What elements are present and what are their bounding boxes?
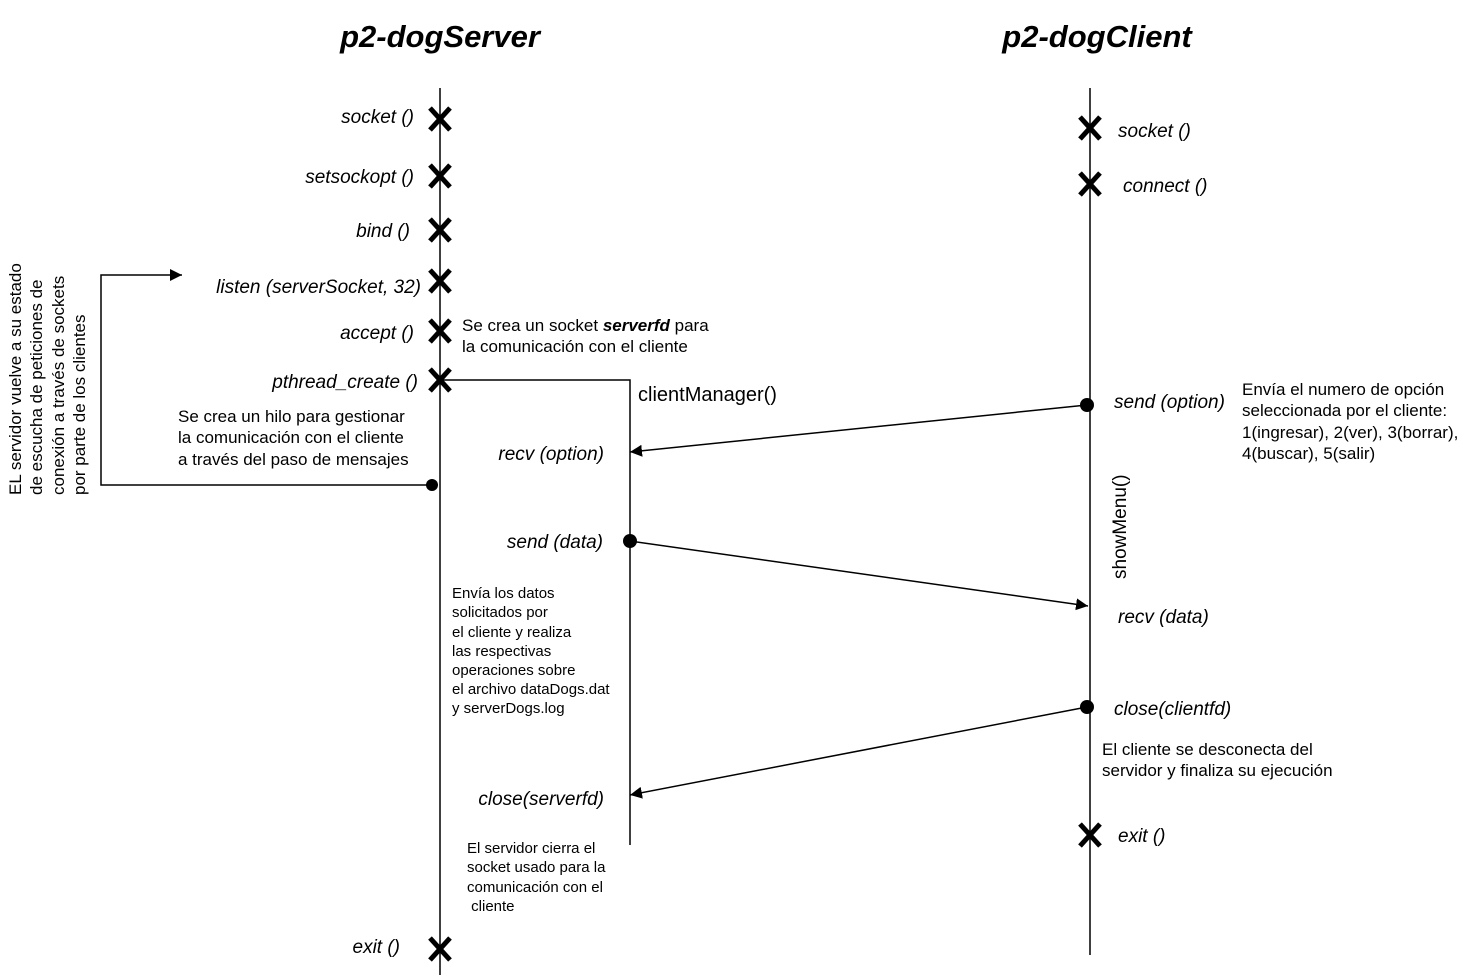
close-note-line2: socket usado para la — [467, 859, 606, 876]
accept-note-line1: Se crea un socket serverfd para — [462, 316, 709, 335]
option-note-line3: 1(ingresar), 2(ver), 3(borrar), — [1242, 423, 1458, 442]
server-exit-x-icon — [428, 936, 452, 962]
server-call-bind: bind () — [356, 221, 410, 242]
client-call-send-option: send (option) — [1114, 392, 1225, 413]
loop-note-line4: por parte de los clientes — [70, 315, 89, 496]
disconnect-note-line1: El cliente se desconecta del — [1102, 740, 1313, 759]
send-option-message-arrow — [629, 404, 1088, 457]
client-call-recv-data: recv (data) — [1118, 607, 1209, 628]
option-note-line2: seleccionada por el cliente: — [1242, 401, 1447, 420]
thread-note-line1: Se crea un hilo para gestionar — [178, 407, 405, 426]
data-note-line2: solicitados por — [452, 604, 548, 621]
disconnect-note-line2: servidor y finaliza su ejecución — [1102, 761, 1333, 780]
data-note-line3: el cliente y realiza — [452, 624, 572, 641]
manager-call-send-data: send (data) — [507, 532, 603, 553]
loop-note-line2: de escucha de peticiones de — [27, 280, 46, 496]
client-call-close-clientfd: close(clientfd) — [1114, 699, 1231, 720]
server-bind-x-icon — [428, 217, 452, 243]
server-call-setsockopt: setsockopt () — [305, 167, 414, 188]
send-data-dot — [623, 534, 637, 548]
server-call-accept: accept () — [340, 323, 414, 344]
close-note-line4: cliente — [467, 898, 515, 915]
server-call-exit: exit () — [353, 937, 401, 958]
client-manager-thread-line — [440, 379, 631, 845]
send-data-message-arrow — [629, 540, 1089, 611]
loop-note-line1: EL servidor vuelve a su estado — [6, 263, 25, 495]
serverfd-bold: serverfd — [603, 316, 671, 335]
show-menu-label: showMenu() — [1110, 474, 1131, 579]
manager-call-close-serverfd: close(serverfd) — [478, 789, 604, 810]
server-call-pthread-create: pthread_create () — [271, 372, 418, 393]
close-note-line1: El servidor cierra el — [467, 840, 595, 857]
client-socket-x-icon — [1078, 115, 1102, 141]
option-note-line4: 4(buscar), 5(salir) — [1242, 444, 1375, 463]
server-call-listen: listen (serverSocket, 32) — [216, 277, 421, 298]
data-note-line7: y serverDogs.log — [452, 700, 565, 717]
client-call-connect: connect () — [1123, 176, 1207, 197]
data-note-line6: el archivo dataDogs.dat — [452, 681, 610, 698]
close-clientfd-dot — [1080, 700, 1094, 714]
loop-note-line3: conexión a través de sockets — [49, 276, 68, 495]
accept-note-line2: la comunicación con el cliente — [462, 337, 688, 356]
loop-back-to-listen-arrow — [100, 269, 432, 486]
client-manager-label: clientManager() — [638, 384, 777, 406]
client-title: p2-dogClient — [1001, 19, 1193, 54]
manager-call-recv-option: recv (option) — [498, 444, 604, 465]
server-pthread-x-icon — [428, 367, 452, 393]
close-note-line3: comunicación con el — [467, 879, 603, 896]
client-exit-x-icon — [1078, 822, 1102, 848]
send-option-dot — [1080, 398, 1094, 412]
client-call-socket: socket () — [1118, 121, 1191, 142]
option-note-line1: Envía el numero de opción — [1242, 380, 1444, 399]
loop-origin-dot — [426, 479, 438, 491]
client-call-exit: exit () — [1118, 826, 1166, 847]
thread-note-line2: la comunicación con el cliente — [178, 428, 404, 447]
server-listen-x-icon — [428, 268, 452, 294]
server-call-socket: socket () — [341, 107, 414, 128]
server-setsockopt-x-icon — [428, 163, 452, 189]
data-note-line5: operaciones sobre — [452, 662, 575, 679]
data-note-line4: las respectivas — [452, 643, 551, 660]
close-clientfd-message-arrow — [629, 706, 1088, 799]
client-connect-x-icon — [1078, 171, 1102, 197]
server-title: p2-dogServer — [339, 19, 542, 54]
thread-note-line3: a través del paso de mensajes — [178, 450, 409, 469]
loop-note: EL servidor vuelve a su estado de escuch… — [6, 263, 89, 495]
server-accept-x-icon — [428, 318, 452, 344]
data-note-line1: Envía los datos — [452, 585, 555, 602]
server-socket-x-icon — [428, 106, 452, 132]
